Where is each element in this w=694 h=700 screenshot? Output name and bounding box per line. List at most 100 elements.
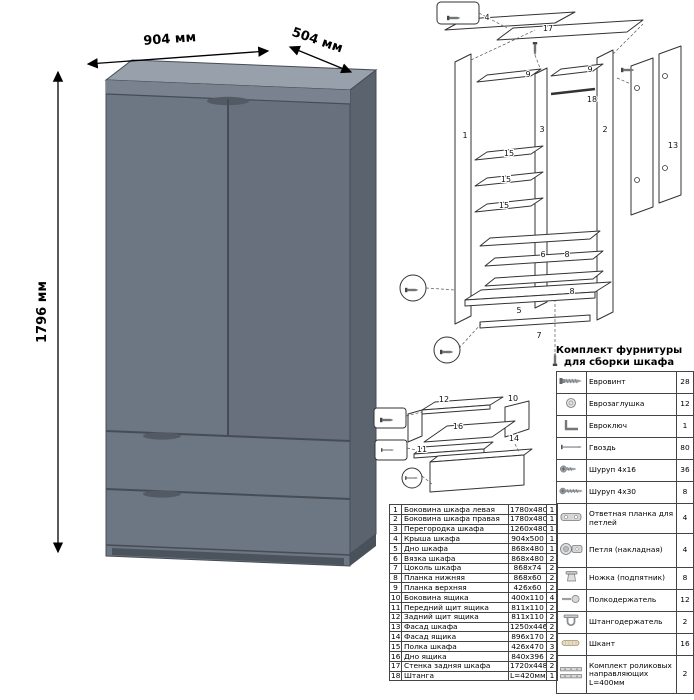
hardware-row: Шуруп 4x16 36 bbox=[556, 459, 694, 482]
drawer2-handle-notch bbox=[143, 490, 181, 498]
eurokey-icon bbox=[564, 419, 580, 431]
part-callout: 18 bbox=[587, 95, 597, 104]
part-num: 3 bbox=[389, 523, 402, 535]
part-size: L=420мм bbox=[508, 670, 547, 682]
top-rail-right-shape bbox=[550, 63, 604, 77]
depth-dimension-label: 504 мм bbox=[290, 25, 345, 56]
drawer1-handle-notch bbox=[143, 432, 181, 440]
hardware-icon-cell bbox=[556, 459, 587, 482]
part-callout: 6 bbox=[540, 250, 545, 259]
part-qty: 2 bbox=[546, 621, 558, 633]
confirmat-screw-icon bbox=[532, 42, 538, 56]
part-qty: 1 bbox=[546, 533, 558, 545]
part-num: 1 bbox=[389, 504, 402, 515]
plinth-gap-line bbox=[105, 544, 351, 556]
part-qty: 2 bbox=[546, 552, 558, 564]
part-callout: 2 bbox=[602, 125, 607, 134]
screw-4x16-icon bbox=[559, 465, 577, 474]
part-callout: 14 bbox=[509, 434, 519, 443]
hardware-row: Еврозаглушка 12 bbox=[556, 393, 694, 416]
exploded-assembly-diagram: 4 17 9 9 18 1 3 15 15 15 2 13 6 8 8 5 7 bbox=[399, 1, 682, 366]
shelf-shape bbox=[474, 197, 544, 213]
part-qty: 2 bbox=[546, 660, 558, 672]
part-name: Боковина шкафа правая bbox=[401, 513, 509, 525]
part-num: 18 bbox=[389, 670, 402, 682]
part-size: 868x74 bbox=[508, 562, 547, 574]
part-qty: 2 bbox=[546, 650, 558, 662]
part-name: Штанга bbox=[401, 670, 509, 682]
hardware-row: Ножка (подпятник) 8 bbox=[556, 567, 694, 590]
hardware-row: Петля (накладная) 4 bbox=[556, 533, 694, 568]
part-callout: 9 bbox=[525, 70, 530, 79]
strike-plate-icon bbox=[560, 513, 582, 522]
hardware-qty: 12 bbox=[676, 393, 694, 416]
part-size: 811x110 bbox=[508, 601, 547, 613]
part-num: 8 bbox=[389, 572, 402, 584]
part-size: 426x470 bbox=[508, 641, 547, 652]
part-callout: 8 bbox=[564, 250, 569, 259]
drawer-side-shape bbox=[407, 409, 423, 443]
part-callout: 13 bbox=[668, 141, 678, 150]
exploded-callout-labels: 4 17 9 9 18 1 3 15 15 15 2 13 6 8 8 5 7 bbox=[461, 12, 679, 341]
doors-drawers-gap-line bbox=[105, 430, 351, 442]
hardware-qty: 12 bbox=[676, 589, 694, 612]
hardware-row: Евровинт 28 bbox=[556, 371, 694, 394]
part-callout: 8 bbox=[569, 287, 574, 296]
drawer-slides-icon bbox=[560, 667, 582, 679]
hardware-kit-title: Комплект фурнитуры для сборки шкафа bbox=[543, 345, 694, 369]
wardrobe-side-plinth bbox=[350, 534, 376, 566]
hardware-qty: 2 bbox=[676, 655, 694, 694]
hardware-icon-cell bbox=[556, 589, 587, 612]
part-callout: 11 bbox=[417, 445, 427, 454]
depth-dimension-arrow bbox=[288, 45, 353, 74]
hardware-name: Ответная планка для петлей bbox=[586, 503, 677, 534]
hardware-row: Ответная планка для петлей 4 bbox=[556, 503, 694, 534]
part-num: 13 bbox=[389, 621, 402, 633]
part-callout: 15 bbox=[501, 175, 511, 184]
shelf-shape bbox=[474, 145, 544, 161]
part-callout: 15 bbox=[499, 201, 509, 210]
part-qty: 2 bbox=[546, 582, 558, 594]
shelf-support-icon bbox=[561, 595, 580, 604]
foot-icon bbox=[565, 571, 578, 582]
door-panel-shape bbox=[658, 45, 682, 204]
hardware-row: Шуруп 4x30 8 bbox=[556, 481, 694, 504]
dowel-icon bbox=[561, 640, 580, 647]
hardware-icon-cell bbox=[556, 503, 587, 534]
top-rail-left-shape bbox=[476, 68, 542, 83]
hardware-name: Шуруп 4x30 bbox=[586, 481, 677, 504]
part-qty: 2 bbox=[546, 611, 558, 623]
hardware-kit-title-line2: для сборки шкафа bbox=[563, 357, 675, 368]
drawer-facade-front bbox=[429, 454, 525, 493]
hardware-name: Полкодержатель bbox=[586, 589, 677, 612]
exploded-panels bbox=[444, 11, 682, 329]
hardware-qty: 8 bbox=[676, 481, 694, 504]
part-qty: 2 bbox=[546, 572, 558, 584]
part-name: Боковина шкафа левая bbox=[401, 504, 509, 515]
hardware-qty: 36 bbox=[676, 459, 694, 482]
part-qty: 1 bbox=[546, 504, 558, 515]
hardware-icon-cell bbox=[556, 633, 587, 656]
part-qty: 1 bbox=[546, 523, 558, 535]
hanging-rod-shape bbox=[550, 87, 596, 96]
rod-holder-icon bbox=[563, 614, 579, 627]
hardware-name: Петля (накладная) bbox=[586, 533, 677, 568]
screw-callout-circle bbox=[399, 274, 427, 302]
hardware-qty: 8 bbox=[676, 567, 694, 590]
part-name: Вязка шкафа bbox=[401, 552, 509, 564]
drawer-back-edge bbox=[421, 404, 491, 415]
drawer-guide-lines bbox=[405, 411, 520, 485]
part-num: 16 bbox=[389, 650, 402, 662]
part-name: Планка верхняя bbox=[401, 582, 509, 594]
part-callout: 3 bbox=[539, 125, 544, 134]
part-size: 400x110 bbox=[508, 592, 547, 603]
